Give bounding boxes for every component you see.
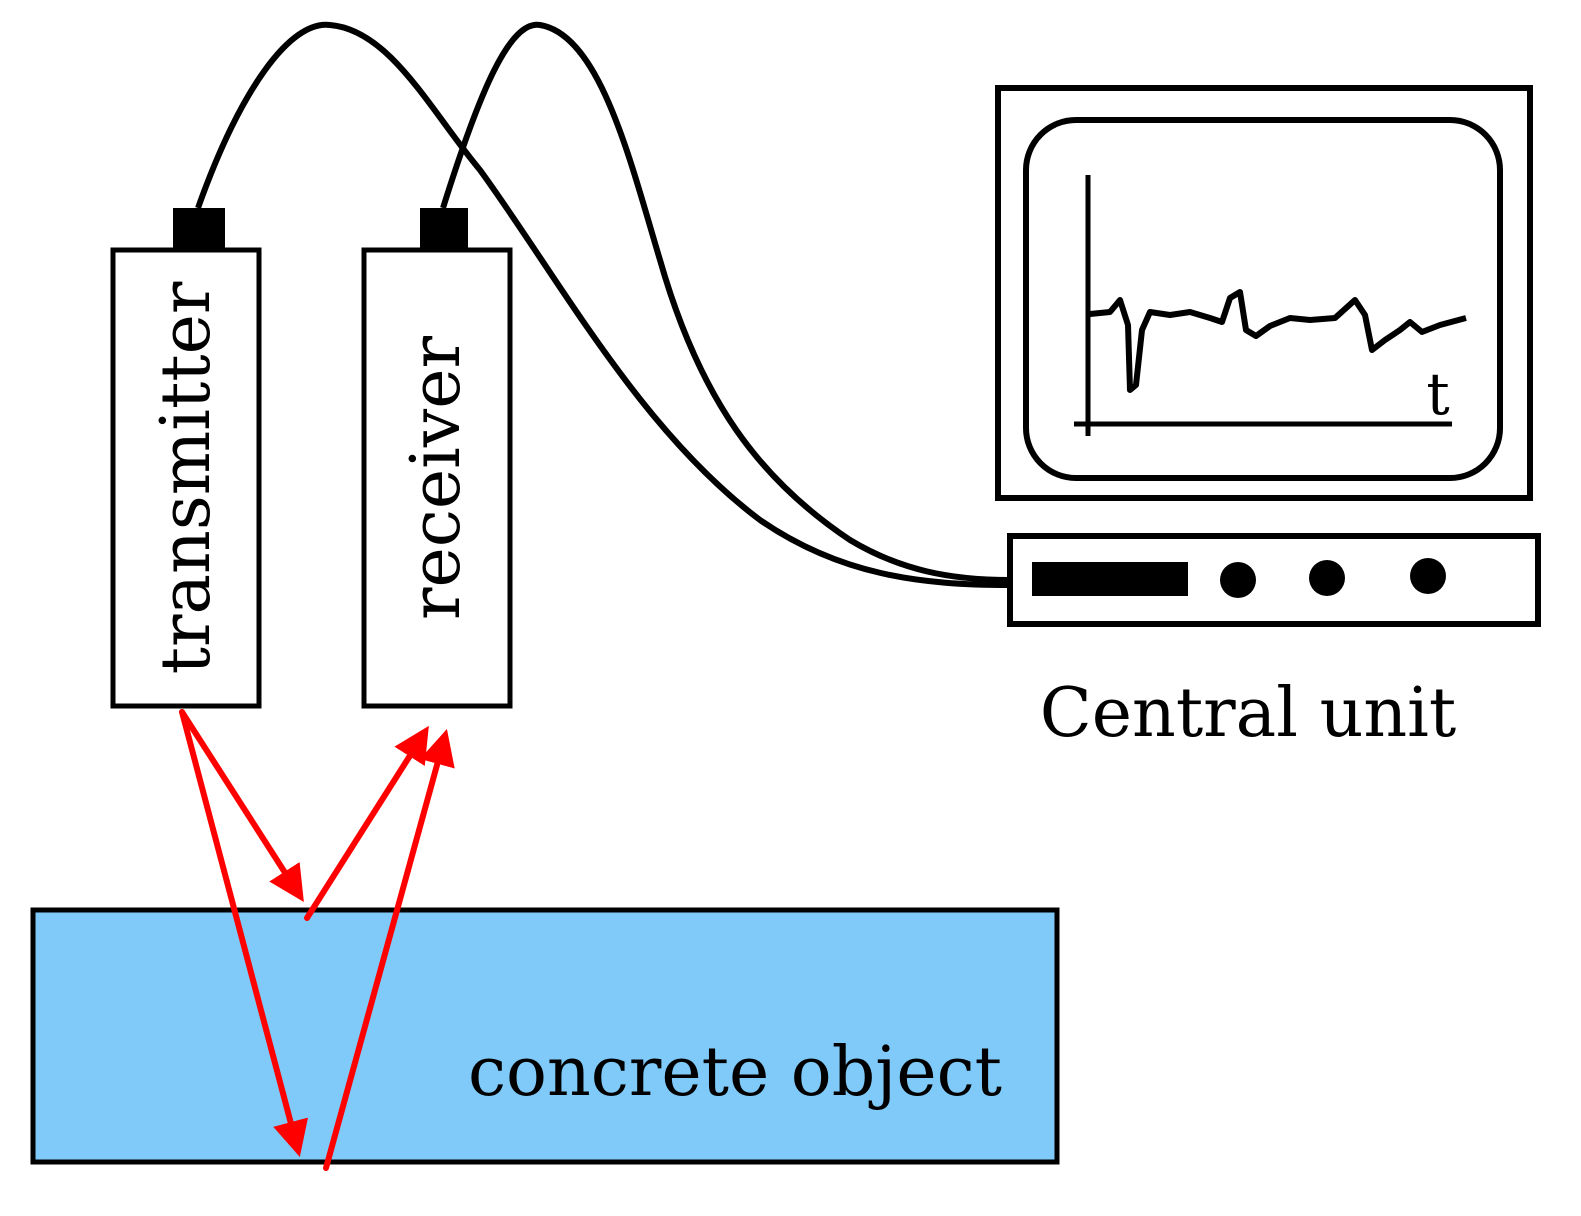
central-unit-body: [1007, 533, 1541, 627]
signal-waveform: [1089, 289, 1467, 393]
receiver-cable: [440, 21, 1011, 583]
transmitter-cable: [195, 21, 1011, 588]
concrete-object-label: concrete object: [468, 1033, 1002, 1112]
receiver-label: receiver: [397, 336, 476, 620]
deep-ray-incident: [179, 709, 309, 1157]
transmitter-label: transmitter: [147, 281, 226, 674]
transmitter-probe: transmitter: [110, 208, 262, 709]
central-unit: Central unit: [1007, 533, 1541, 753]
receiver-probe: receiver: [361, 208, 513, 709]
wave-rays: [179, 709, 455, 1171]
display-slot: [1032, 562, 1188, 596]
central-unit-label: Central unit: [1040, 674, 1456, 753]
surface-ray-reflected: [304, 725, 429, 921]
transmitter-connector: [173, 208, 225, 250]
time-axis-label: t: [1426, 360, 1449, 428]
concrete-object: concrete object: [30, 907, 1060, 1165]
monitor-screen: [1023, 117, 1503, 481]
receiver-connector: [420, 208, 468, 250]
deep-ray-reflected: [323, 729, 455, 1171]
receiver-body: [361, 247, 513, 709]
concrete-block: [30, 907, 1060, 1165]
knob-2: [1309, 560, 1345, 596]
transmitter-body: [110, 247, 262, 709]
monitor: t: [995, 85, 1533, 501]
knob-3: [1410, 558, 1446, 594]
surface-ray-incident: [179, 709, 304, 903]
knob-1: [1220, 562, 1256, 598]
cables: [195, 21, 1011, 588]
